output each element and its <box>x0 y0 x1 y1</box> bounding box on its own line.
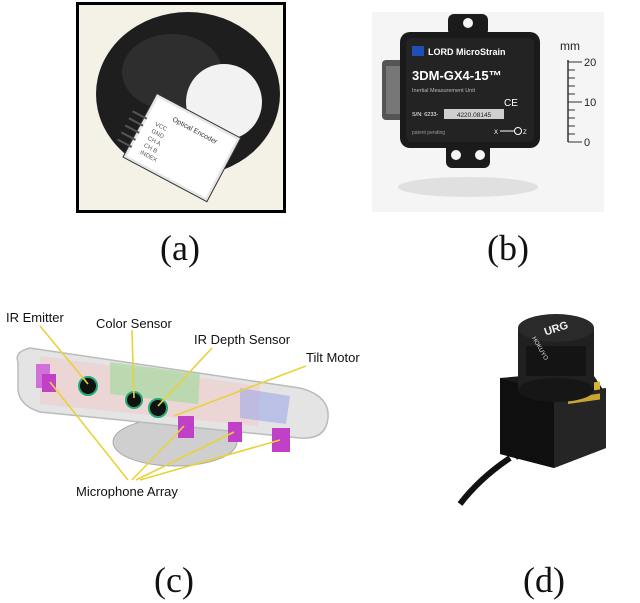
laser-rangefinder-image: URG HOKUYO <box>457 314 606 506</box>
caption-d: (d) <box>523 560 565 600</box>
imu-brand: LORD MicroStrain <box>428 47 506 57</box>
serial-prefix: S/N: 6233- <box>412 112 438 118</box>
imu-image: LORD MicroStrain 3DM-GX4-15™ Inertial Me… <box>372 12 604 212</box>
axis-z-icon <box>514 127 522 135</box>
axis-x-label: X <box>494 130 498 136</box>
panel-b-imu: LORD MicroStrain 3DM-GX4-15™ Inertial Me… <box>372 12 604 212</box>
imu-subtitle: Inertial Measurement Unit <box>412 88 475 94</box>
caption-b: (b) <box>487 228 529 268</box>
ruler-tick: 10 <box>584 97 596 109</box>
panel-c-kinect: IR Emitter Color Sensor IR Depth Sensor … <box>0 300 378 505</box>
callout-ir-depth-sensor: IR Depth Sensor <box>194 332 291 347</box>
panel-a-optical-encoder: Optical Encoder VCC GND CH A CH B INDEX <box>76 2 286 213</box>
ruler-unit: mm <box>560 39 580 53</box>
callout-ir-emitter: IR Emitter <box>6 310 64 325</box>
patent-text: patent pending <box>412 130 445 136</box>
imu-model: 3DM-GX4-15™ <box>412 68 502 83</box>
caption-c: (c) <box>154 560 194 600</box>
callout-color-sensor: Color Sensor <box>96 316 173 331</box>
pin-label: GND <box>150 129 165 141</box>
ce-mark: CE <box>504 98 518 109</box>
ruler-tick: 20 <box>584 57 596 69</box>
brand-logo-icon <box>412 46 424 56</box>
pin-label: CH A <box>146 136 161 148</box>
ir-emitter-lens-icon <box>78 376 98 396</box>
ir-depth-lens-icon <box>148 398 168 418</box>
optical-encoder-image: Optical Encoder VCC GND CH A CH B INDEX <box>76 2 286 213</box>
ruler-tick: 0 <box>584 137 590 149</box>
pin-label: VCC <box>154 122 169 134</box>
axis-z-label: Z <box>523 130 527 136</box>
panel-d-laser-rangefinder: URG HOKUYO <box>440 298 630 510</box>
serial-value: 4220.08145 <box>457 112 492 119</box>
kinect-image: IR Emitter Color Sensor IR Depth Sensor … <box>6 310 360 499</box>
callout-microphone-array: Microphone Array <box>76 484 178 499</box>
callout-tilt-motor: Tilt Motor <box>306 350 360 365</box>
caption-a: (a) <box>160 228 200 268</box>
